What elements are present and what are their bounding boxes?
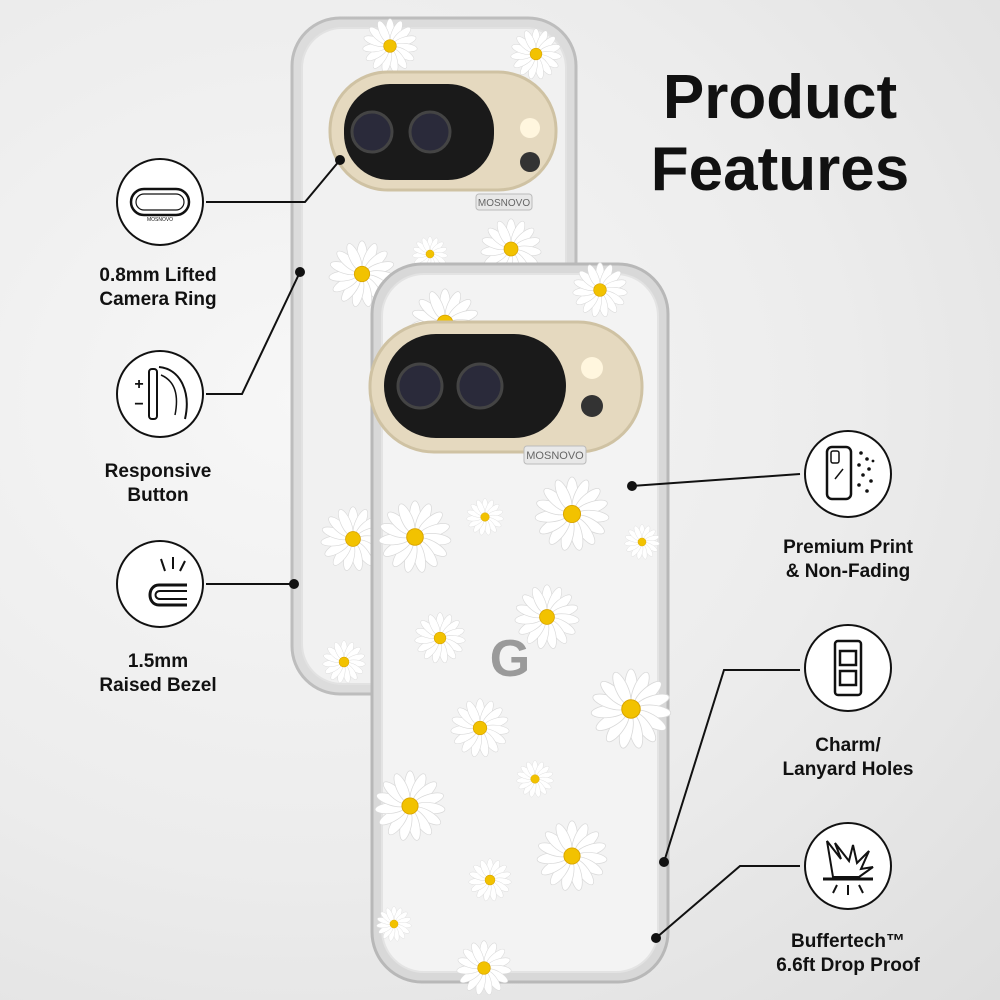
leader-lanyard-holes bbox=[663, 669, 800, 863]
lanyard-icon bbox=[804, 624, 892, 712]
leader-dots bbox=[289, 155, 669, 943]
title-line-2: Features bbox=[650, 135, 910, 204]
lanyard-holes-label: Charm/ Lanyard Holes bbox=[782, 735, 914, 780]
button-icon: + − bbox=[116, 350, 204, 438]
front-phone-case: MOSNOVO G bbox=[368, 262, 672, 996]
back-brand-text: MOSNOVO bbox=[478, 198, 530, 209]
raised-bezel-label: 1.5mm Raised Bezel bbox=[99, 651, 217, 696]
responsive-button-label: Responsive Button bbox=[104, 461, 212, 506]
leader-camera-ring bbox=[206, 159, 341, 203]
leader-premium-print bbox=[631, 473, 801, 487]
premium-print-label: Premium Print & Non-Fading bbox=[783, 537, 913, 582]
leader-responsive-button bbox=[206, 271, 301, 395]
title-line-1: Product bbox=[662, 63, 898, 132]
front-brand-text: MOSNOVO bbox=[526, 450, 584, 462]
g-logo: G bbox=[490, 630, 530, 688]
camera-ring-icon: MOSNOVO bbox=[116, 158, 204, 246]
product-features-title: Product Features bbox=[620, 62, 940, 206]
bezel-icon bbox=[116, 540, 204, 628]
camera-ring-label: 0.8mm Lifted Camera Ring bbox=[99, 265, 217, 310]
phone-print-icon bbox=[804, 430, 892, 518]
impact-icon bbox=[804, 822, 892, 910]
svg-text:+: + bbox=[134, 376, 143, 393]
svg-text:MOSNOVO: MOSNOVO bbox=[147, 217, 173, 223]
svg-text:−: − bbox=[134, 396, 143, 413]
leader-buffertech bbox=[655, 865, 800, 939]
buffertech-label: Buffertech™ 6.6ft Drop Proof bbox=[776, 931, 920, 976]
leader-lines bbox=[206, 159, 801, 939]
